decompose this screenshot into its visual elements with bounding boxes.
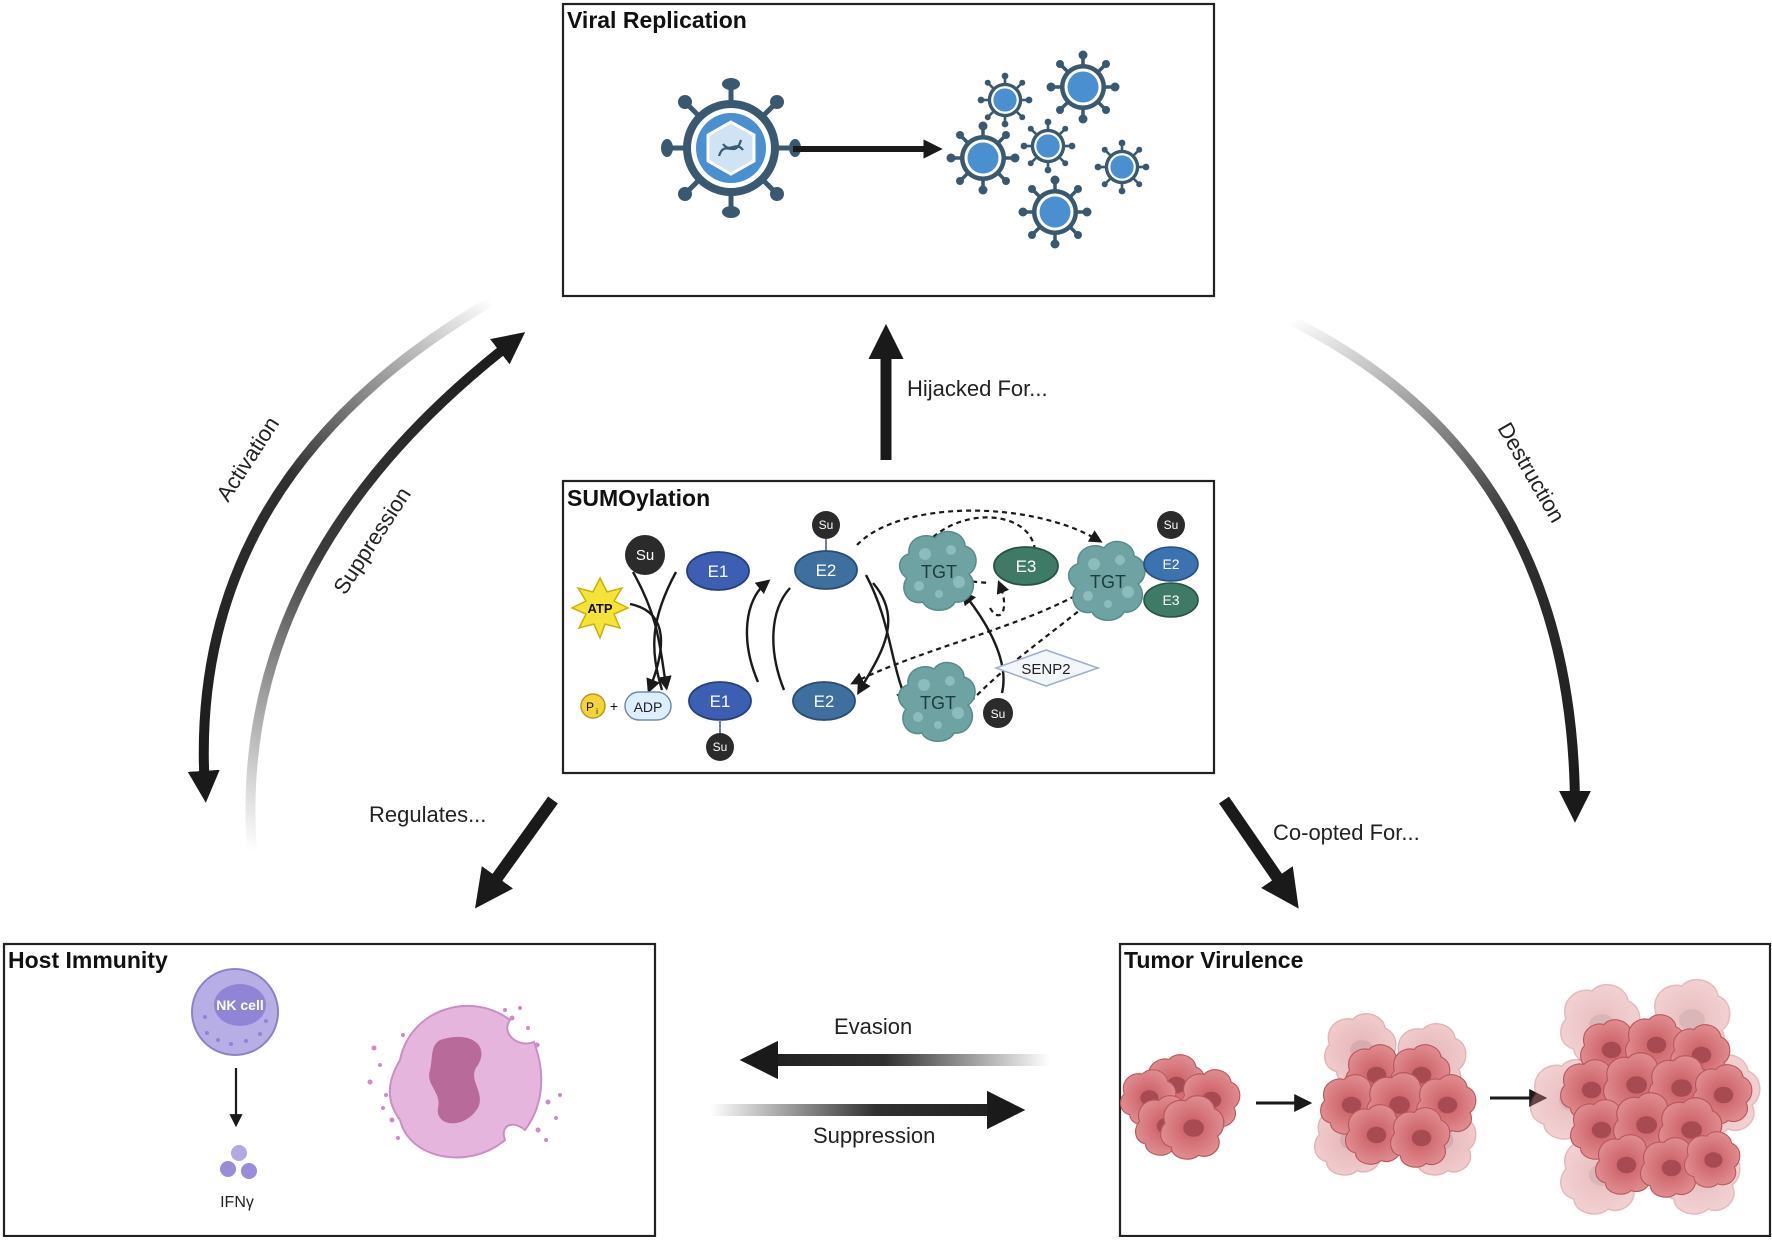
svg-text:E1: E1 xyxy=(708,562,729,581)
svg-text:E2: E2 xyxy=(816,561,837,580)
svg-text:Su: Su xyxy=(713,740,728,754)
suppression-bottom-label: Suppression xyxy=(813,1123,935,1148)
panel-title-tumor: Tumor Virulence xyxy=(1124,947,1303,973)
e1-free xyxy=(686,551,750,591)
e2-sumo xyxy=(794,550,858,590)
svg-text:TGT: TGT xyxy=(920,693,956,713)
panel-host-immunity: Host Immunity xyxy=(2,942,657,1238)
virus-parent-icon xyxy=(661,78,801,218)
regulates-label: Regulates... xyxy=(369,802,486,827)
tumor-medium-cluster xyxy=(1313,1013,1477,1176)
coopted-arrow xyxy=(1219,796,1299,909)
svg-text:SENP2: SENP2 xyxy=(1021,661,1070,678)
evasion-label: Evasion xyxy=(834,1014,912,1039)
destruction-arrow xyxy=(1287,315,1591,823)
coopted-label: Co-opted For... xyxy=(1273,820,1420,845)
atp-burst xyxy=(570,576,630,641)
svg-text:NK cell: NK cell xyxy=(216,997,263,1013)
svg-text:E3: E3 xyxy=(1162,592,1179,608)
pi-icon xyxy=(580,693,606,719)
regulates-arrow xyxy=(475,796,558,909)
svg-text:i: i xyxy=(596,707,598,716)
svg-text:ADP: ADP xyxy=(634,699,663,715)
svg-text:E2: E2 xyxy=(814,692,835,711)
hijacked-label: Hijacked For... xyxy=(907,376,1048,401)
adp-pill xyxy=(624,691,672,721)
ifn-gamma-molecules xyxy=(220,1145,257,1179)
svg-text:Su: Su xyxy=(1164,518,1179,532)
svg-text:Su: Su xyxy=(819,518,834,532)
sumo-free xyxy=(625,535,665,575)
e3-free xyxy=(993,546,1059,586)
svg-text:TGT: TGT xyxy=(921,562,957,582)
panel-title-sumo: SUMOylation xyxy=(567,485,710,511)
suppression-left-arrow xyxy=(245,332,526,853)
suppression-left-label: Suppression xyxy=(328,483,416,599)
svg-text:E1: E1 xyxy=(710,692,731,711)
svg-text:+: + xyxy=(610,698,618,714)
neutrophil-icon xyxy=(367,1004,562,1159)
activation-arrow xyxy=(187,297,493,803)
svg-text:TGT: TGT xyxy=(1090,572,1126,592)
svg-text:Su: Su xyxy=(991,707,1006,721)
svg-text:E3: E3 xyxy=(1016,557,1037,576)
svg-text:E2: E2 xyxy=(1162,556,1179,572)
activation-label: Activation xyxy=(211,412,284,506)
e3-in-complex xyxy=(1143,582,1199,618)
e2-in-complex xyxy=(1143,546,1199,582)
panel-title-host: Host Immunity xyxy=(8,947,168,973)
svg-text:ATP: ATP xyxy=(587,601,612,616)
ifn-label: IFNγ xyxy=(220,1194,254,1211)
nk-cell-icon: NK cell xyxy=(191,968,279,1056)
e2-free xyxy=(792,681,856,721)
panel-title-viral: Viral Replication xyxy=(567,7,747,33)
sumoylation-cycle: Su ATP P i + ADP E1 E1 Su Su E2 E2 TGT xyxy=(570,509,1199,761)
senp2-protease xyxy=(993,649,1101,687)
svg-text:Su: Su xyxy=(636,547,654,564)
svg-text:P: P xyxy=(586,700,594,714)
